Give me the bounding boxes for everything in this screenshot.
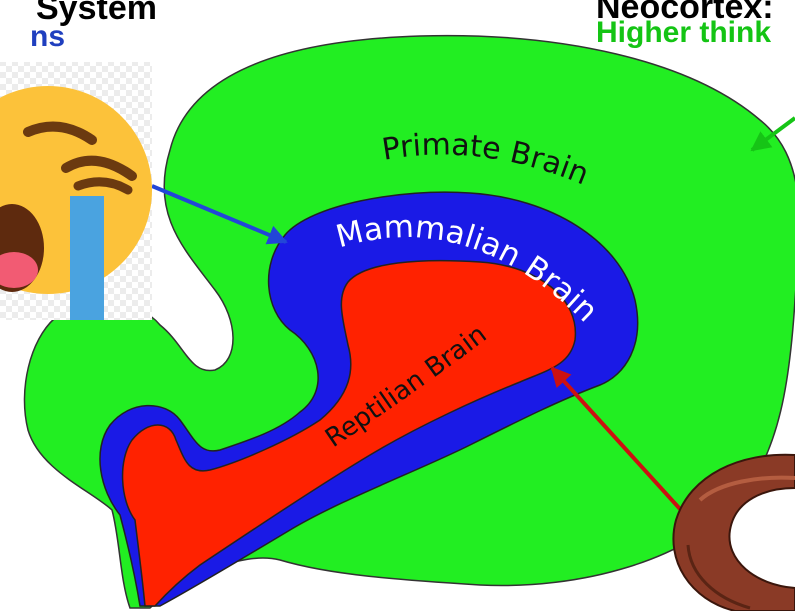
crying-face-emoji-icon [0, 62, 152, 320]
